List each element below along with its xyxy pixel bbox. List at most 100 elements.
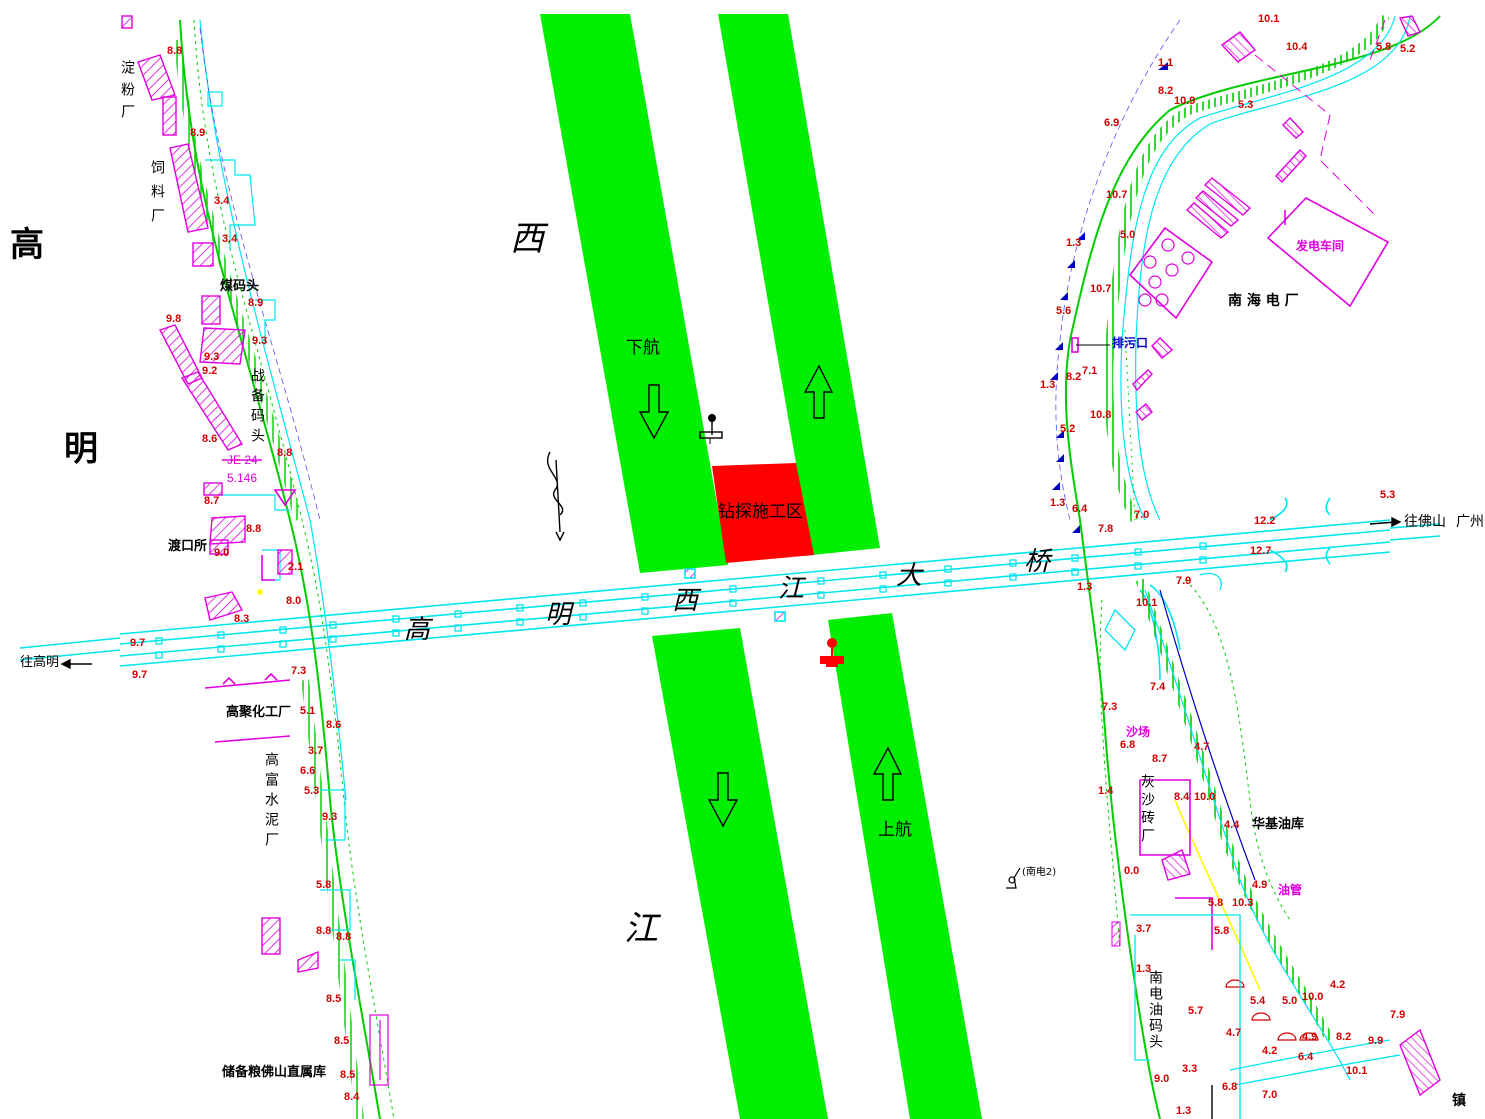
- depth-label: 8.9: [190, 127, 206, 139]
- drilling-work-zone: [712, 463, 814, 563]
- war-wharf-label: 战备码头: [249, 368, 265, 448]
- depth-label: 8.8: [167, 45, 183, 57]
- depth-label: 8.4: [1174, 791, 1190, 803]
- bridge-char: 江: [778, 574, 805, 604]
- gao-label: 高: [10, 225, 44, 265]
- depth-label: 8.9: [248, 297, 264, 309]
- depth-label: 4.4: [1224, 819, 1240, 831]
- depth-label: 8.8: [246, 523, 262, 535]
- depth-label: 3.7: [1136, 923, 1152, 935]
- depth-label: 8.2: [1336, 1031, 1352, 1043]
- work-zone-label: 钻探施工区: [718, 502, 803, 522]
- navigation-arrows: [547, 364, 903, 828]
- depth-label: 5.2: [1060, 423, 1076, 435]
- depth-label: 9.2: [202, 365, 218, 377]
- depth-label: 8.2: [1066, 371, 1082, 383]
- nandian-wharf-label: 南电油码头: [1147, 970, 1163, 1050]
- depth-label: 6.4: [1072, 503, 1088, 515]
- depth-label: 7.8: [1098, 523, 1114, 535]
- depth-label: 8.4: [344, 1091, 360, 1103]
- depth-label: 5.8: [1214, 925, 1230, 937]
- outfall-label: 排污口: [1112, 336, 1149, 350]
- depth-label: 8.8: [336, 931, 352, 943]
- depth-label: 6.8: [1120, 739, 1136, 751]
- depth-label: 8.7: [1152, 753, 1168, 765]
- depth-label: 6.6: [300, 765, 316, 777]
- depth-label: 3.4: [222, 233, 238, 245]
- anchor-point: [257, 589, 263, 595]
- depth-label: 1.4: [1098, 785, 1114, 797]
- depth-label: 5.8: [1208, 897, 1224, 909]
- depth-label: 10.1: [1346, 1065, 1368, 1077]
- benchmark-elevation: 5.146: [227, 471, 258, 485]
- depth-label: 8.0: [286, 595, 302, 607]
- river-jiang-label: 江: [624, 909, 658, 949]
- buoy-name-label: (南电2): [1022, 867, 1057, 878]
- depth-label: 7.9: [1176, 575, 1192, 587]
- depth-label: 5.2: [1400, 43, 1416, 55]
- depth-label: 5.4: [1250, 995, 1266, 1007]
- feed-factory-label: 饲料厂: [149, 160, 165, 232]
- dome-tanks: [1225, 979, 1319, 1041]
- survey-signal-red-icon: [820, 638, 844, 667]
- depth-label: 7.0: [1134, 509, 1150, 521]
- oil-pipe-label: 油管: [1278, 883, 1303, 897]
- depth-label: 3.7: [308, 745, 324, 757]
- depth-label: 4.7: [1194, 741, 1210, 753]
- depth-label: 9.8: [166, 313, 182, 325]
- bridge-char: 明: [545, 600, 572, 630]
- depth-label: 10.7: [1090, 283, 1112, 295]
- to-guangzhou-label: 广州: [1456, 514, 1484, 530]
- arrow-down-icon: [707, 772, 739, 828]
- right-bank: [1050, 14, 1441, 1119]
- depth-label: 5.0: [1282, 995, 1298, 1007]
- depth-label: 8.7: [204, 495, 220, 507]
- depth-label: 10.0: [1302, 991, 1324, 1003]
- oil-tanks: [1138, 238, 1195, 307]
- bridge-marker: [774, 611, 786, 622]
- depth-label: 10.1: [1136, 597, 1158, 609]
- beacons: [1050, 62, 1168, 533]
- down-nav-label: 下航: [626, 338, 660, 358]
- depth-label: 7.9: [1390, 1009, 1406, 1021]
- polymer-plant-label: 高聚化工厂: [226, 705, 292, 720]
- depth-label: 10.9: [1174, 95, 1196, 107]
- depth-label: 12.7: [1250, 545, 1272, 557]
- depth-label: 10.1: [1258, 13, 1280, 25]
- river-xi-label: 西: [510, 219, 544, 259]
- cement-plant-label: 高富水泥厂: [263, 752, 279, 852]
- depth-label: 7.4: [1150, 681, 1166, 693]
- huaji-oil-label: 华基油库: [1252, 817, 1305, 832]
- depth-label: 5.8: [316, 879, 332, 891]
- depth-label: 8.8: [316, 925, 332, 937]
- depth-label: 5.3: [1238, 99, 1254, 111]
- depth-label: 1.3: [1136, 963, 1152, 975]
- depth-label: 1.3: [1077, 581, 1093, 593]
- depth-label: 1.3: [1040, 379, 1056, 391]
- depth-label: 2.1: [288, 561, 304, 573]
- town-label: 镇: [1452, 1093, 1466, 1109]
- ferry-station-label: 渡口所: [168, 539, 208, 554]
- depth-label: 6.9: [1104, 117, 1120, 129]
- arrow-up-icon: [872, 746, 903, 801]
- depth-label: 5.3: [304, 785, 320, 797]
- depth-label: 1.1: [1158, 57, 1174, 69]
- depth-label: 7.3: [1102, 701, 1118, 713]
- depth-label: 4.7: [1226, 1027, 1242, 1039]
- benchmark-id: JE 24: [227, 453, 258, 467]
- ash-brick-label: 灰沙砖厂: [1139, 774, 1155, 846]
- bridge-char: 西: [672, 586, 699, 616]
- nanhai-power-label: 南 海 电 厂: [1228, 293, 1299, 309]
- depth-label: 8.2: [1158, 85, 1174, 97]
- depth-label: 3.4: [214, 195, 230, 207]
- navigation-channels: [540, 14, 982, 1119]
- bridge: [19, 497, 1441, 681]
- north-arrow-icon: [547, 451, 565, 542]
- depth-label: 4.2: [1330, 979, 1346, 991]
- grain-depot-label: 储备粮佛山直属库: [222, 1065, 327, 1080]
- depth-label: 1.3: [1066, 237, 1082, 249]
- ming-label: 明: [64, 429, 98, 469]
- depth-label: 3.3: [1182, 1063, 1198, 1075]
- power-house-label: 发电车间: [1296, 239, 1345, 253]
- depth-label: 5.6: [1056, 305, 1072, 317]
